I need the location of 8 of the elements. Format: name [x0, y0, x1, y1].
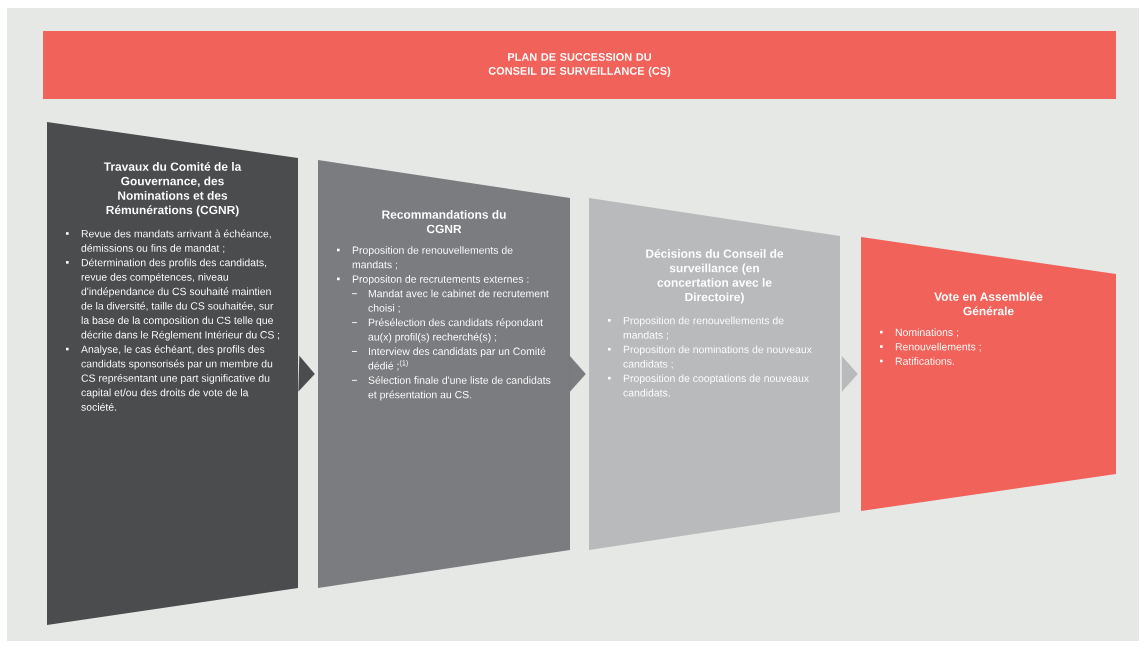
stage-panel: Vote en Assemblée Générale Nominations ; Renouvellements ; Ratifications.: [861, 237, 1116, 511]
title-banner: PLAN DE SUCCESSION DU CONSEIL DE SURVEILLANCE (CS): [43, 31, 1116, 99]
chevron-arrow: [569, 356, 586, 392]
stage-panel: Recommandations du CGNR Proposition de renouvellements de mandats ; Propositon de recrutements externes : Mandat avec le cabinet de recrutement choisi ; Présélection des candidats répondant au(x) profil(s) recherché(s) ; Interview des candidats par un Comité dédié ;$^{(1)}$ Sélection finale d'une liste de candidats et présentation au CS.: [318, 160, 570, 588]
stage-panel: Décisions du Conseil de surveillance (en concertation avec le Directoire) Proposition de renouvellements de mandats ; Proposition de nominations de nouveaux candidats ; Proposition de cooptations de nouveaux candidats.: [589, 198, 840, 550]
stage-panel: Travaux du Comité de la Gouvernance, des Nominations et des Rémunérations (CGNR) Revue des mandats arrivant à échéance, démissions ou fins de mandat ; Détermination des profils des candidats, revue des compétences, niveau d'indépendance du CS souhaité maintien de la diversité, taille du CS souhaitée, sur la base de la composition du CS telle que décrite dans le Réglement Intérieur du CS ; Analyse, le cas échéant, des profils des candidats sponsorisés par un membre du CS représentant une part significative du capital et/ou des droits de vote de la société.: [47, 122, 298, 625]
chevron-arrow: [298, 355, 315, 392]
chevron-arrow: [840, 356, 858, 392]
